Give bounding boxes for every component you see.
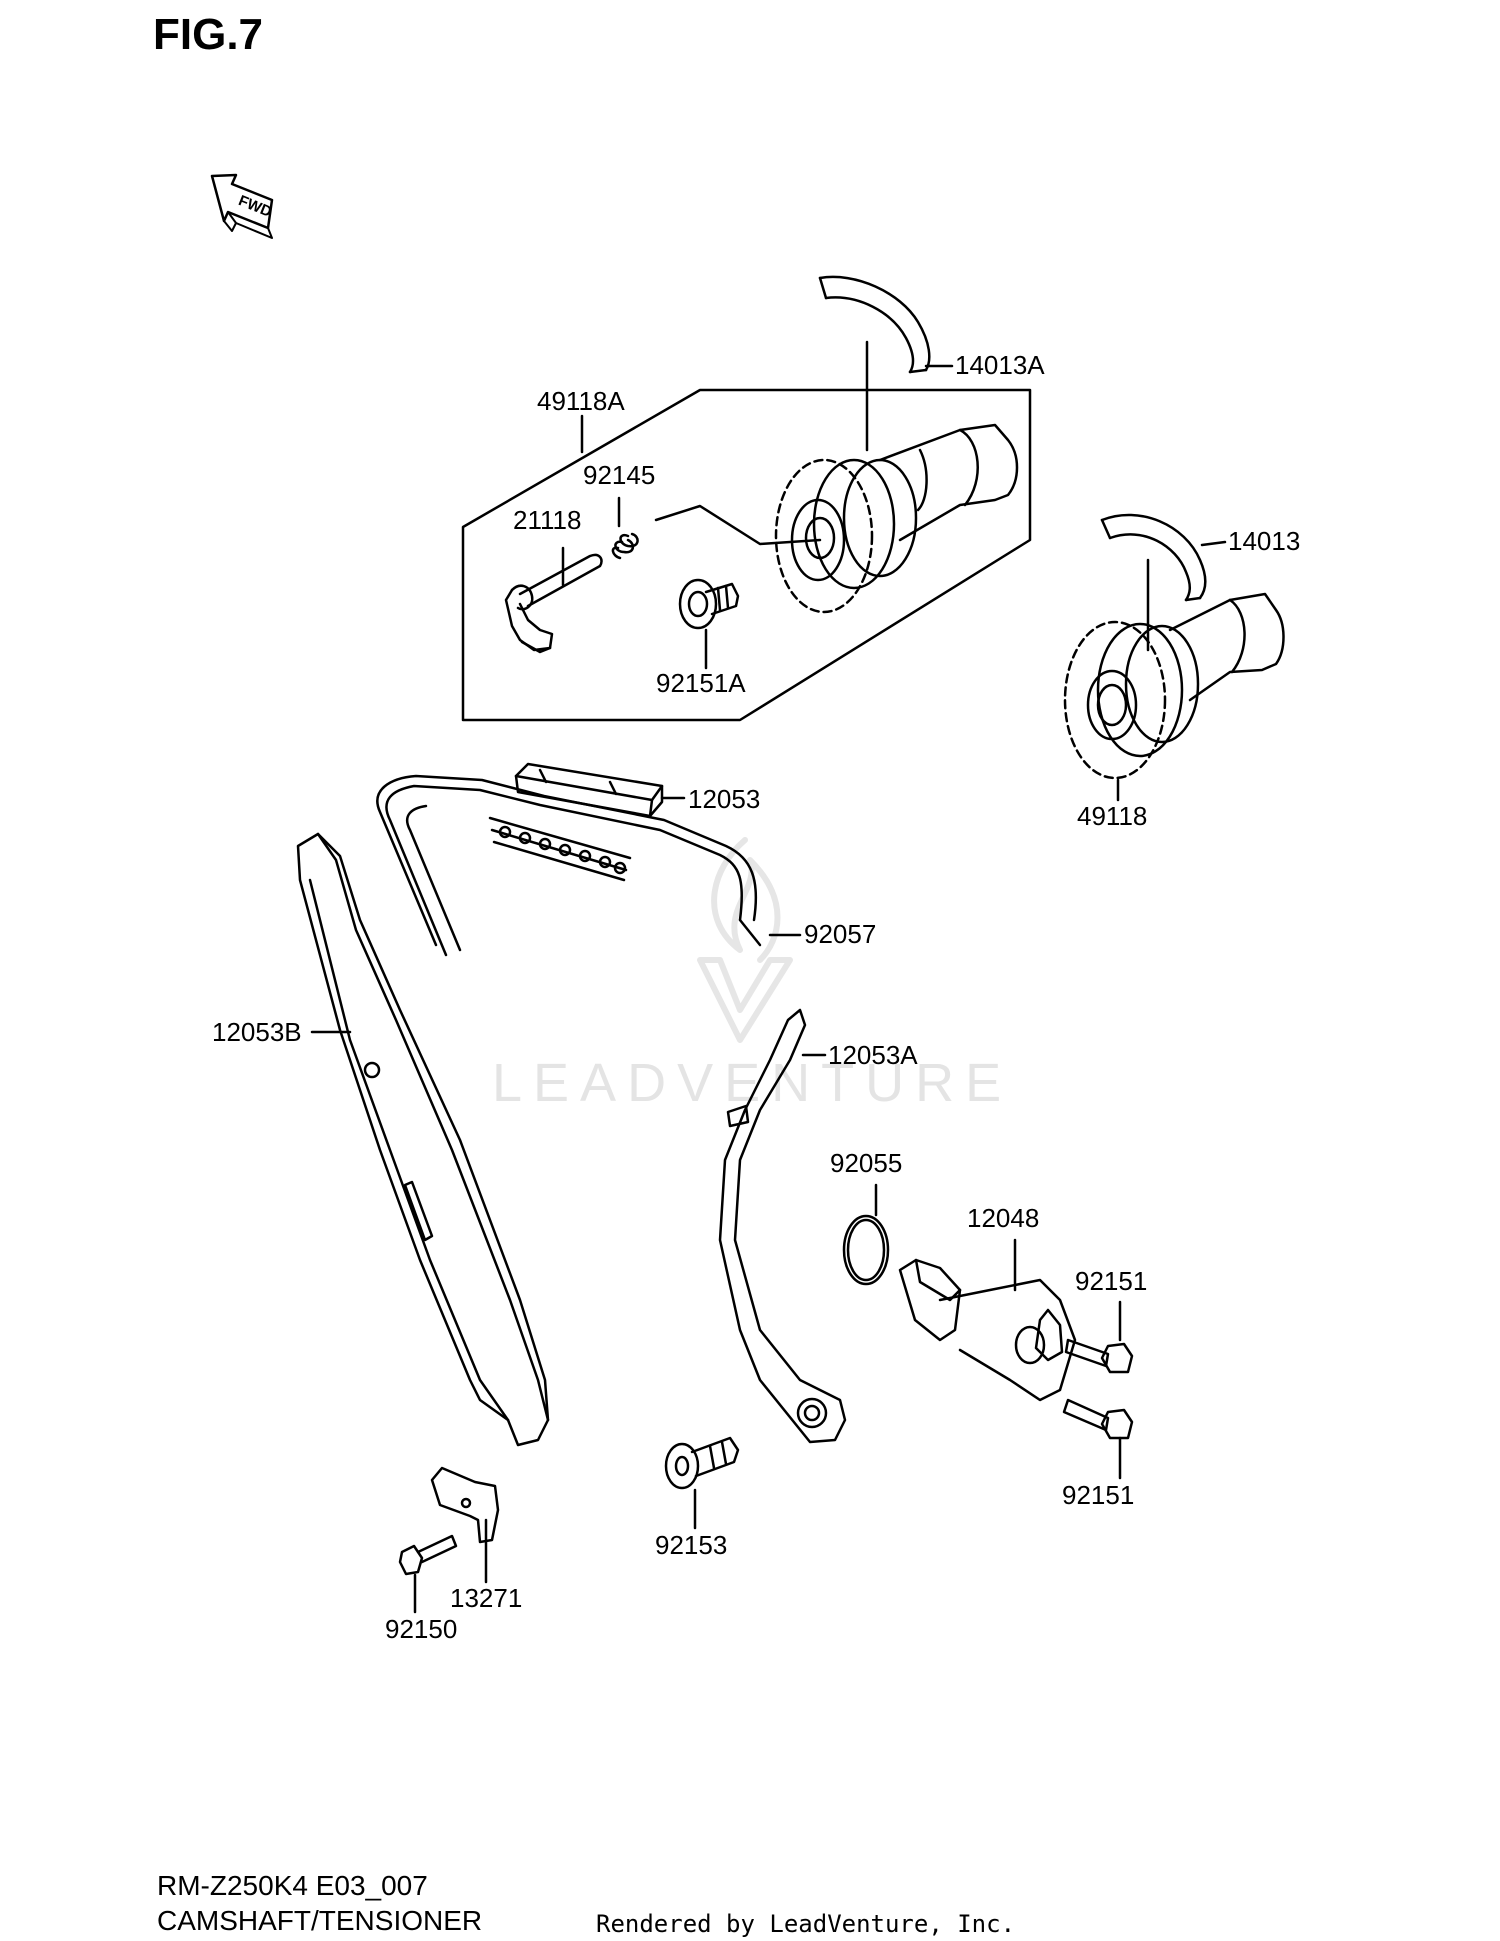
chain-guide-upper-12053-icon bbox=[514, 762, 664, 818]
fwd-arrow-icon bbox=[210, 173, 274, 239]
model-code: RM-Z250K4 E03_007 bbox=[157, 1870, 428, 1901]
tensioner-arm-12053A-icon bbox=[718, 1008, 847, 1444]
part-label-14013[interactable]: 14013 bbox=[1228, 526, 1301, 556]
part-label-49118A[interactable]: 49118A bbox=[537, 386, 625, 416]
cam-chain-92057-icon bbox=[376, 774, 758, 957]
bolt-92153-icon bbox=[664, 1436, 740, 1490]
part-label-92055[interactable]: 92055 bbox=[830, 1148, 903, 1178]
cam-bearing-half-ring-14013A-icon bbox=[818, 275, 931, 374]
watermark-logo bbox=[697, 837, 793, 1043]
part-label-12048[interactable]: 12048 bbox=[967, 1203, 1040, 1233]
part-label-92145[interactable]: 92145 bbox=[583, 460, 656, 490]
part-label-21118[interactable]: 21118 bbox=[513, 505, 582, 535]
bolt-92151-top-icon bbox=[1064, 1338, 1134, 1374]
watermark-text: LEADVENTURE bbox=[492, 1053, 1013, 1113]
rendered-by-credit: Rendered by LeadVenture, Inc. bbox=[596, 1910, 1016, 1938]
o-ring-92055-icon bbox=[842, 1214, 890, 1286]
decomp-shaft-21118-icon bbox=[504, 553, 603, 654]
part-label-12053[interactable]: 12053 bbox=[688, 784, 761, 814]
chain-tensioner-12048-icon bbox=[898, 1258, 1077, 1402]
part-label-92057[interactable]: 92057 bbox=[804, 919, 877, 949]
camshaft-gear-49118-icon bbox=[1063, 592, 1285, 780]
bolt-92151A-icon bbox=[678, 578, 740, 630]
section-name: CAMSHAFT/TENSIONER bbox=[157, 1905, 483, 1936]
part-label-92151-top[interactable]: 92151 bbox=[1075, 1266, 1148, 1296]
bolt-92151-bottom-icon bbox=[1062, 1398, 1134, 1440]
part-label-92153[interactable]: 92153 bbox=[655, 1530, 728, 1560]
part-label-49118[interactable]: 49118 bbox=[1077, 801, 1148, 831]
part-label-12053B[interactable]: 12053B bbox=[212, 1017, 302, 1047]
part-label-92150[interactable]: 92150 bbox=[385, 1614, 458, 1644]
plate-13271-icon bbox=[430, 1466, 500, 1544]
part-label-13271[interactable]: 13271 bbox=[450, 1583, 523, 1613]
assembly-bracket-49118A bbox=[461, 388, 1032, 722]
bolt-92150-icon bbox=[398, 1534, 458, 1576]
cam-bearing-half-ring-14013-icon bbox=[1100, 513, 1207, 602]
part-label-92151-bottom[interactable]: 92151 bbox=[1062, 1480, 1135, 1510]
part-label-92151A[interactable]: 92151A bbox=[656, 668, 746, 698]
chain-guide-12053B-icon bbox=[296, 832, 550, 1447]
part-label-12053A[interactable]: 12053A bbox=[828, 1040, 918, 1070]
chain-links-icon bbox=[488, 816, 632, 882]
figure-title: FIG.7 bbox=[153, 10, 264, 59]
part-label-14013A[interactable]: 14013A bbox=[955, 350, 1045, 380]
camshaft-gear-49118A-icon bbox=[774, 423, 1019, 614]
spring-92145-icon bbox=[611, 532, 639, 560]
